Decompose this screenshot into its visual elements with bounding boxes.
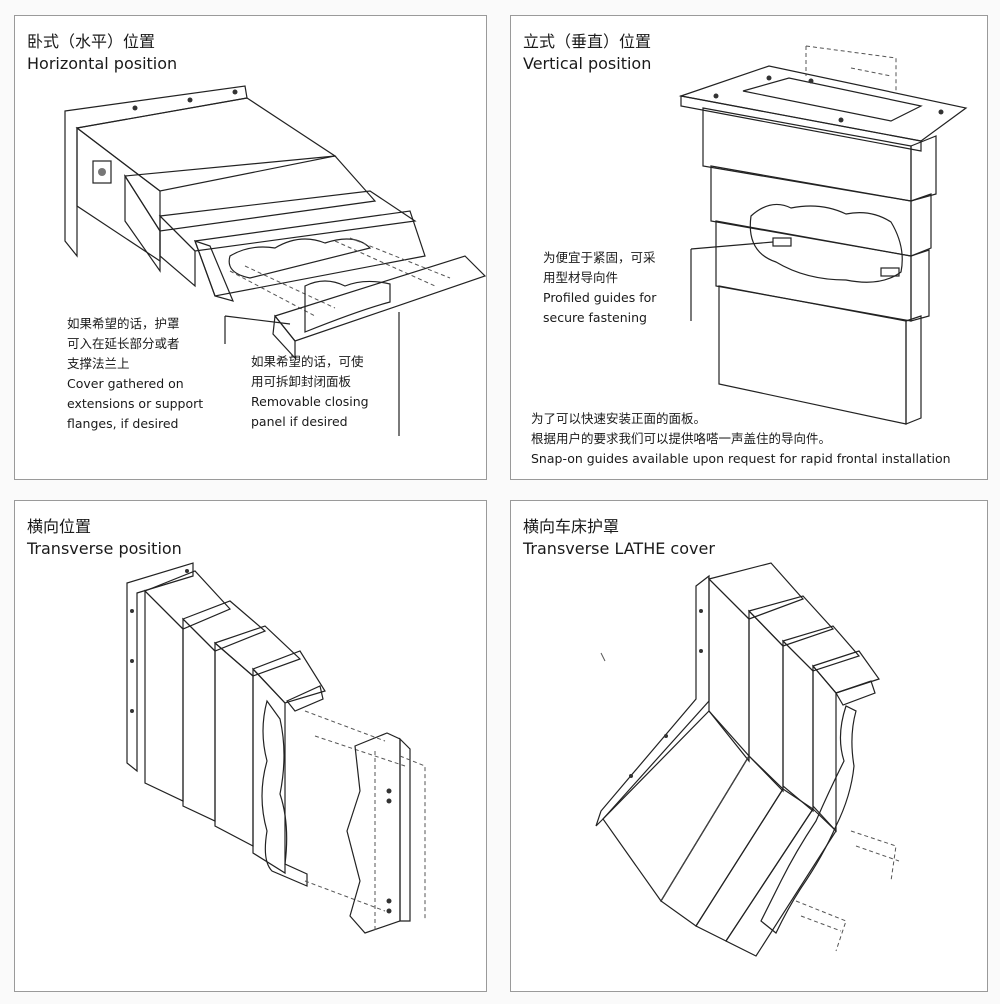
lathe-cover-illustration	[595, 562, 900, 957]
cover-section	[75, 97, 337, 192]
mounting-flange	[126, 562, 194, 773]
panel-title-cn: 卧式（水平）位置	[27, 32, 156, 51]
mounting-flange	[595, 574, 710, 827]
panel-transverse: 横向位置 Transverse position	[14, 500, 487, 992]
note-cover-gathered: 如果希望的话，护罩 可入在延长部分或者 支撑法兰上 Cover gathered…	[67, 316, 204, 431]
limit-switch	[92, 160, 112, 184]
cover-section	[710, 165, 912, 257]
panel-title-en: Transverse LATHE cover	[523, 539, 715, 558]
cover-section	[715, 220, 912, 322]
cover-section	[143, 570, 232, 630]
closing-panel	[346, 732, 401, 934]
panel-title-en: Horizontal position	[27, 54, 178, 73]
cover-section	[811, 650, 880, 694]
cover-section	[251, 650, 326, 704]
cutaway-opening	[261, 699, 308, 887]
horizontal-cover-illustration	[64, 85, 486, 436]
note-closing-panel: 如果希望的话，可使 用可拆卸封闭面板 Removable closing pan…	[251, 354, 369, 429]
mounting-flange	[64, 85, 248, 258]
panel-title-cn: 横向位置	[27, 517, 92, 536]
transverse-cover-illustration	[126, 562, 426, 934]
panel-vertical: 立式（垂直）位置 Vertical position 为便宜于紧固，可采 用型材…	[510, 15, 988, 480]
cover-section	[702, 107, 912, 202]
vertical-cover-illustration	[678, 45, 968, 425]
cover-section	[181, 600, 267, 652]
note-profiled-guides: 为便宜于紧固，可采 用型材导向件 Profiled guides for sec…	[543, 250, 657, 325]
note-snap-on-guides: 为了可以快速安装正面的面板。 根据用户的要求我们可以提供咯嗒一声盖住的导向件。 …	[531, 411, 951, 466]
cutaway-opening	[228, 238, 372, 279]
panel-horizontal: 卧式（水平）位置 Horizontal position 如果希望的话，护罩 可…	[14, 15, 487, 480]
panel-title-cn: 横向车床护罩	[523, 517, 620, 536]
panel-title-en: Vertical position	[523, 54, 652, 73]
profiled-guide	[880, 267, 900, 277]
panel-title-cn: 立式（垂直）位置	[523, 32, 652, 51]
profiled-guide	[835, 680, 876, 706]
cover-section	[718, 285, 907, 425]
profiled-guide	[286, 685, 324, 712]
cutaway-opening	[749, 203, 903, 283]
panel-lathe: 横向车床护罩 Transverse LATHE cover	[510, 500, 988, 992]
cover-section	[707, 562, 805, 620]
support-flange	[273, 255, 486, 342]
panel-title-en: Transverse position	[27, 539, 182, 558]
profiled-guide	[772, 237, 792, 247]
cutaway-opening	[760, 705, 857, 934]
cover-section	[123, 155, 377, 232]
